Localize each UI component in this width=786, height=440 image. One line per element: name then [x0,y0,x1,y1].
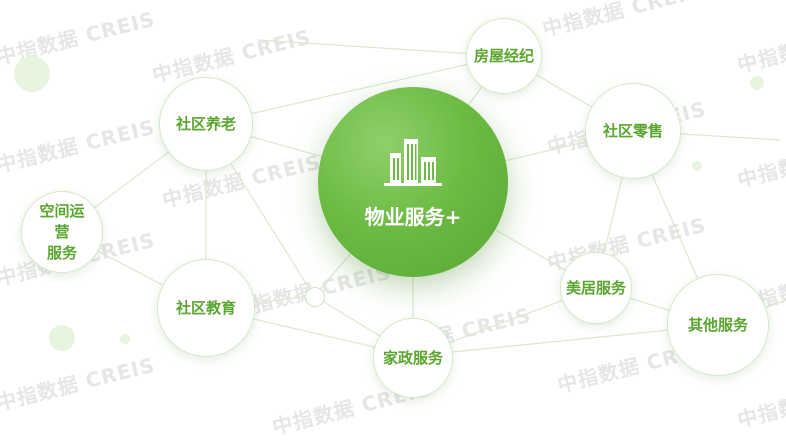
decorative-dot [14,56,50,92]
node-label: 空间运营服务 [39,201,85,262]
node-label: 社区养老 [175,114,236,133]
node-meiju-fuwu: 美居服务 [560,252,632,324]
junction-ring [305,287,325,307]
node-label: 美居服务 [565,278,626,297]
node-shequ-lingshou: 社区零售 [585,83,681,179]
node-label: 其他服务 [687,315,748,334]
node-label: 房屋经纪 [473,46,534,65]
node-qita-fuwu: 其他服务 [667,274,769,376]
decorative-dot [692,161,702,171]
center-node: 物业服务+ [318,87,508,277]
building-icon [384,138,442,186]
node-label: 家政服务 [382,348,443,367]
center-label: 物业服务+ [364,204,462,229]
node-kongjian-yunying: 空间运营服务 [21,191,103,273]
decorative-dot [49,325,75,351]
node-label: 社区零售 [602,121,663,140]
decorative-dot [120,334,130,344]
node-fangwu-jingji: 房屋经纪 [466,18,542,94]
node-shequ-yanglao: 社区养老 [159,77,253,171]
node-shequ-jiaoyu: 社区教育 [157,259,255,357]
decorative-dot [750,76,764,90]
node-label: 社区教育 [175,298,236,317]
node-jiazheng-fuwu: 家政服务 [373,318,453,398]
